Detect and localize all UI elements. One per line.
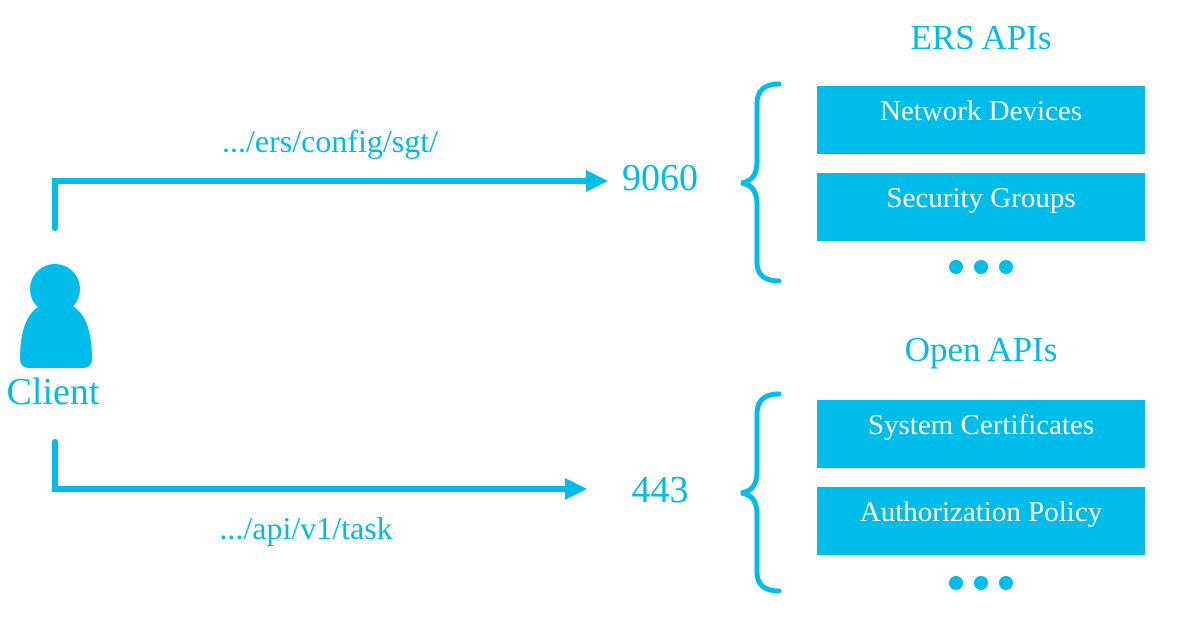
api-box-authorization-policy: Authorization Policy [817,487,1145,555]
port-label-443: 443 [631,469,689,511]
brace-open-apis [740,391,782,594]
api-box-label: Network Devices [879,95,1083,127]
route-label-openapi: .../api/v1/task [219,510,393,546]
person-icon [20,264,92,368]
dot [974,576,988,590]
api-box-label: Security Groups [886,182,1076,214]
ellipsis-dots-icon [817,576,1145,590]
brace-ers-apis [740,81,782,284]
dot [999,576,1013,590]
route-label-ers: .../ers/config/sgt/ [222,123,438,159]
dot [974,260,988,274]
dot [949,576,963,590]
group-title-open-apis: Open APIs [904,330,1058,369]
group-title-ers-apis: ERS APIs [910,18,1052,57]
api-box-label: System Certificates [867,409,1095,441]
arrow-client-to-port-9060 [52,170,608,231]
client-label: Client [6,371,100,413]
ellipsis-dots-icon [817,260,1145,274]
arrow-client-to-port-443 [52,439,587,500]
api-box-system-certificates: System Certificates [817,400,1145,468]
port-label-9060: 9060 [622,157,698,199]
api-box-security-groups: Security Groups [817,173,1145,241]
dot [949,260,963,274]
dot [999,260,1013,274]
api-box-label: Authorization Policy [859,496,1103,528]
api-box-network-devices: Network Devices [817,86,1145,154]
